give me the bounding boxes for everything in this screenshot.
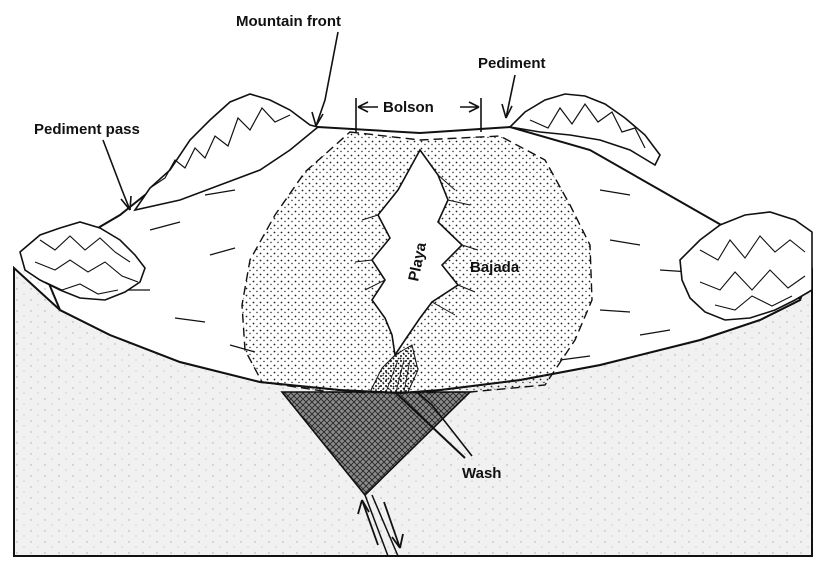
pediment-pass-leader (103, 140, 130, 210)
pediment-pass-label: Pediment pass (34, 121, 140, 138)
mountain-front-label: Mountain front (236, 13, 341, 30)
mountain-front-leader (316, 32, 338, 126)
bolson-label: Bolson (383, 99, 434, 116)
pediment-label: Pediment (478, 55, 546, 72)
pediment-leader (506, 75, 515, 118)
wash-label: Wash (462, 465, 501, 482)
bajada-label: Bajada (470, 259, 520, 276)
